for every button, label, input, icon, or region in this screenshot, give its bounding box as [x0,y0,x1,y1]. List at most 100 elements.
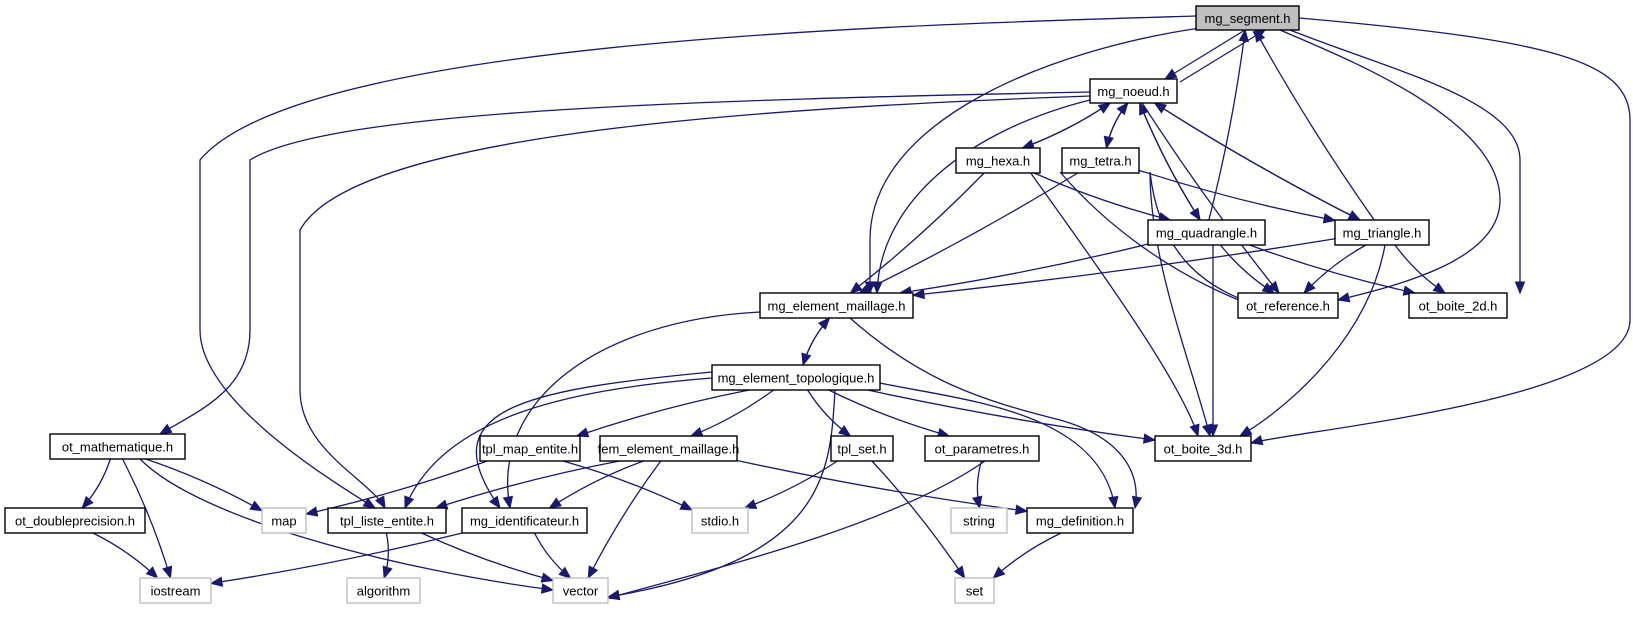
node-mg-hexa[interactable]: mg_hexa.h [955,147,1041,174]
edge-mg_noeud-to-ot_mathematique [158,91,1091,435]
node-tpl-liste-entite[interactable]: tpl_liste_entite.h [327,507,447,534]
node-box[interactable] [461,507,588,534]
edge-mg_hexa-to-ot_boite_3d [1029,171,1200,438]
node-tpl-map-entite[interactable]: tpl_map_entite.h [479,435,581,462]
node-box[interactable] [599,435,738,462]
edge-line [421,532,554,582]
node-mg-triangle[interactable]: mg_triangle.h [1334,219,1430,246]
node-box[interactable] [552,577,609,604]
arrowhead-icon [606,589,621,601]
node-box[interactable] [261,507,307,534]
node-ot-mathematique[interactable]: ot_mathematique.h [49,433,186,460]
edge-line [199,15,1197,509]
edge-line [858,172,1079,294]
node-label: tpl_liste_entite.h [340,514,434,529]
node-tpl-set[interactable]: tpl_set.h [830,435,894,462]
node-mg-segment[interactable]: mg_segment.h [1195,5,1300,31]
edge-mg_quadrangle-to-ot_boite_3d [1207,245,1219,438]
arrowhead-icon [162,565,173,580]
node-box[interactable] [49,433,186,460]
node-box[interactable] [1195,5,1300,31]
arrowhead-icon [1238,425,1253,437]
node-mg-element-topologique[interactable]: mg_element_topologique.h [711,364,881,391]
edge-line [992,532,1062,579]
node-mg-quadrangle[interactable]: mg_quadrangle.h [1147,219,1266,246]
node-stdio[interactable]: stdio.h [691,507,749,534]
node-mg-definition[interactable]: mg_definition.h [1026,507,1134,534]
arrowhead-icon [911,288,925,300]
node-box[interactable] [1408,292,1508,319]
node-box[interactable] [830,435,894,462]
node-box[interactable] [327,507,447,534]
edge-line [1138,169,1336,222]
edge-mg_hexa-to-mg_noeud [1022,102,1112,149]
node-box[interactable] [1061,147,1140,174]
node-box[interactable] [1026,507,1134,534]
edge-line [210,532,463,585]
node-box[interactable] [950,507,1008,534]
node-box[interactable] [759,292,914,319]
node-ot-boite-3d[interactable]: ot_boite_3d.h [1154,435,1252,462]
node-ot-boite-2d[interactable]: ot_boite_2d.h [1408,292,1508,319]
edge-mg_element_topologique-to-tpl_map_entite [575,389,750,438]
node-label: fem_element_maillage.h [598,442,740,457]
edge-line [828,389,950,437]
arrowhead-icon [1014,504,1029,515]
edge-ot_mathematique-to-ot_doubleprecision [81,458,111,509]
node-label: mg_quadrangle.h [1156,226,1257,241]
node-mg-element-maillage[interactable]: mg_element_maillage.h [759,292,914,319]
node-box[interactable] [1154,435,1252,462]
node-box[interactable] [711,364,881,391]
node-mg-noeud[interactable]: mg_noeud.h [1089,78,1178,104]
edge-mg_segment-to-ot_boite_2d [1289,29,1526,295]
node-box[interactable] [1147,219,1266,246]
arrowhead-icon [158,423,173,435]
edge-line [145,458,263,512]
edge-line [1154,102,1361,221]
node-label: ot_boite_2d.h [1419,299,1498,314]
node-box[interactable] [139,577,212,604]
edge-line [1303,244,1367,294]
node-ot-doubleprecision[interactable]: ot_doubleprecision.h [4,507,146,534]
edge-tpl_liste_entite-to-vector [421,532,555,583]
edge-line [1029,171,1199,437]
arrowhead-icon [1163,68,1178,80]
edge-line [1289,29,1521,293]
node-ot-reference[interactable]: ot_reference.h [1237,292,1339,319]
node-box[interactable] [479,435,581,462]
edge-line [876,99,1091,294]
edge-mg_triangle-to-ot_boite_2d [1394,244,1447,294]
edge-mg_definition-to-set [992,532,1062,579]
edge-mg_triangle-to-ot_boite_3d [1238,244,1386,437]
edge-line [1249,244,1416,294]
edge-mg_element_topologique-to-mg_definition [879,382,1119,510]
node-set[interactable]: set [954,577,995,604]
node-vector[interactable]: vector [552,577,609,604]
node-label: ot_doubleprecision.h [15,514,135,529]
edge-line [607,460,986,599]
edge-mg_triangle-to-mg_noeud [1153,102,1361,221]
node-box[interactable] [954,577,995,604]
node-box[interactable] [924,435,1040,462]
node-map[interactable]: map [261,507,307,534]
node-ot-parametres[interactable]: ot_parametres.h [924,435,1040,462]
node-box[interactable] [1334,219,1430,246]
node-box[interactable] [4,507,146,534]
node-box[interactable] [1237,292,1339,319]
node-mg-tetra[interactable]: mg_tetra.h [1061,147,1140,174]
edge-line [850,172,985,294]
node-box[interactable] [691,507,749,534]
edge-line [736,459,1028,512]
node-box[interactable] [955,147,1041,174]
edge-ot_parametres-to-string [972,460,983,510]
node-box[interactable] [1089,78,1178,104]
node-string[interactable]: string [950,507,1008,534]
arrowhead-icon [404,495,415,510]
node-mg-identificateur[interactable]: mg_identificateur.h [461,507,588,534]
node-algorithm[interactable]: algorithm [346,577,421,604]
node-fem-element-maillage[interactable]: fem_element_maillage.h [598,435,740,462]
node-iostream[interactable]: iostream [139,577,212,604]
node-box[interactable] [346,577,421,604]
node-label: tpl_set.h [837,442,886,457]
edge-line [1033,172,1171,221]
